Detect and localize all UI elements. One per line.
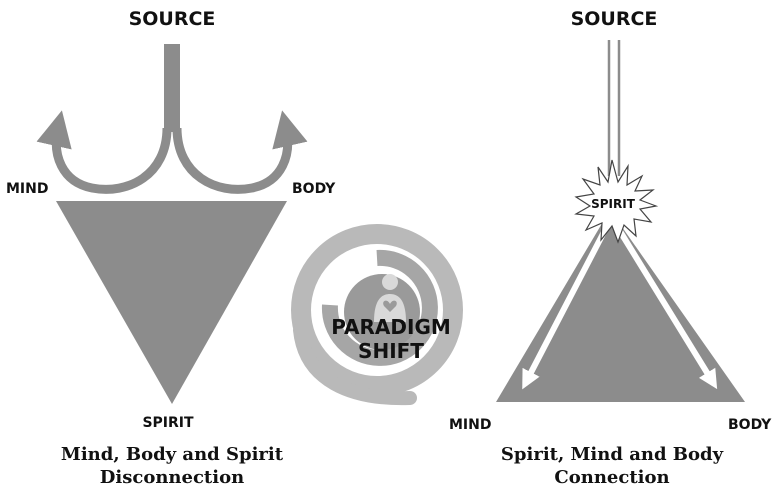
- left-source-stem: [164, 44, 180, 132]
- spiral-inner-ring: [321, 249, 438, 366]
- right-diagram: SOURCE SPIRIT MIND BODY Spirit, Mind and…: [449, 8, 772, 488]
- left-caption-line2: Disconnection: [100, 467, 244, 488]
- left-arrow-to-mind: [36, 110, 172, 194]
- right-mind-label: MIND: [449, 417, 491, 433]
- left-body-label: BODY: [292, 181, 336, 197]
- right-body-label: BODY: [728, 417, 772, 433]
- paradigm-label: PARADIGM: [331, 315, 451, 339]
- left-mind-label: MIND: [6, 181, 48, 197]
- paradigm-shift-spiral: PARADIGM SHIFT: [291, 224, 463, 406]
- right-arrow-to-mind: [522, 226, 609, 390]
- right-spirit-label: SPIRIT: [591, 197, 636, 211]
- left-arrow-to-body: [172, 110, 308, 194]
- spiral-tail: [293, 323, 417, 406]
- left-diagram: SOURCE MIND BODY SPIRIT Mind, Body and S…: [6, 8, 336, 488]
- right-caption-line2: Connection: [554, 467, 669, 488]
- spiral-outer-ring: [291, 224, 463, 396]
- person-heart-icon: [374, 274, 406, 322]
- right-source-label: SOURCE: [571, 8, 658, 30]
- left-inverted-triangle: [56, 201, 287, 404]
- left-spirit-label: SPIRIT: [142, 415, 194, 431]
- right-caption-line1: Spirit, Mind and Body: [501, 444, 724, 465]
- left-source-label: SOURCE: [129, 8, 216, 30]
- spirit-starburst: [574, 159, 659, 244]
- left-caption-line1: Mind, Body and Spirit: [61, 444, 284, 465]
- shift-label: SHIFT: [358, 339, 424, 363]
- right-upright-triangle: [496, 210, 745, 402]
- right-arrow-to-body: [615, 226, 718, 390]
